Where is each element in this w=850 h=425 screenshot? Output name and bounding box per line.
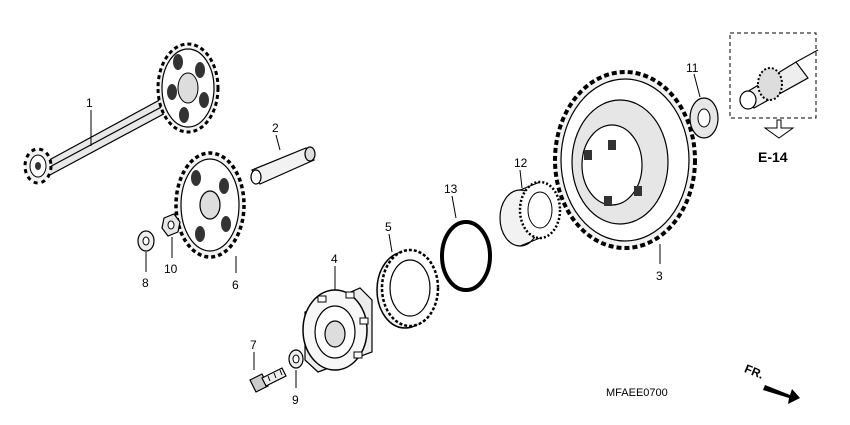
part-3-starter-driven-gear	[553, 70, 697, 250]
callout-10: 10	[164, 262, 178, 276]
part-12-needle-bearing	[499, 180, 562, 247]
part-5-one-way-clutch	[376, 248, 440, 329]
part-8-washer	[137, 230, 155, 252]
callout-3: 3	[656, 269, 663, 283]
callout-7: 7	[250, 338, 257, 352]
reference-inset-box	[729, 32, 819, 119]
callout-2: 2	[272, 121, 279, 135]
part-9-washer	[288, 349, 304, 369]
part-10-nut	[161, 213, 181, 237]
callout-1: 1	[86, 96, 93, 110]
reference-arrow-icon	[763, 119, 795, 139]
reference-label: E-14	[758, 149, 788, 165]
part-4-clutch-outer	[302, 287, 373, 373]
part-1-large-gear	[156, 42, 220, 134]
front-marker-label: FR.	[743, 362, 766, 382]
part-13-snap-ring	[440, 220, 492, 292]
diagram-code: MFAEE0700	[606, 387, 668, 399]
callout-6: 6	[232, 278, 239, 292]
leader-lines	[90, 73, 701, 388]
part-6-gear	[174, 151, 246, 259]
callout-5: 5	[385, 220, 392, 234]
callout-4: 4	[331, 252, 338, 266]
part-1-shaft-assembly	[23, 42, 220, 185]
callout-8: 8	[142, 276, 149, 290]
part-2-pin	[250, 146, 316, 185]
callout-9: 9	[292, 393, 299, 407]
part-7-bolt	[249, 367, 287, 393]
callout-11: 11	[686, 61, 699, 75]
front-direction-arrow-icon	[763, 385, 800, 404]
part-1-small-sprocket	[23, 147, 53, 185]
callout-12: 12	[514, 156, 528, 170]
part-11-thrust-washer	[689, 97, 719, 139]
callout-13: 13	[444, 182, 458, 196]
